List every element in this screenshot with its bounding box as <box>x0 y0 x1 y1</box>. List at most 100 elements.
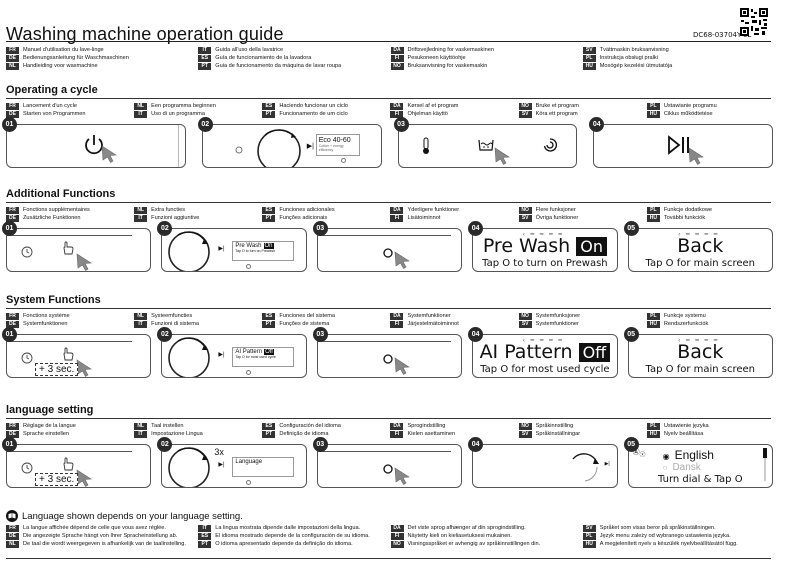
language-text: Systemfunktionen <box>23 321 68 327</box>
program-dial[interactable] <box>166 335 212 377</box>
step-panel: ▶| <box>472 444 618 488</box>
language-text: Funciones del sistema <box>279 313 335 319</box>
language-row: DE Bedienungsanleitung für Waschmaschinen <box>6 54 194 62</box>
language-code-badge: DE <box>6 54 19 62</box>
language-code-badge: NL <box>6 540 19 548</box>
language-text: Definição de idioma <box>279 431 329 437</box>
hand-pointer-icon <box>98 143 120 167</box>
language-text: Språkinställningar <box>535 431 581 437</box>
language-text: Ciklus működtetése <box>663 111 713 117</box>
select-button-icon[interactable] <box>383 245 394 263</box>
language-code-badge: NO <box>518 312 532 320</box>
section-title: Additional Functions <box>6 188 116 200</box>
select-button-icon[interactable] <box>383 461 394 479</box>
hand-pointer-icon <box>391 355 413 377</box>
temperature-icon[interactable] <box>421 137 431 160</box>
spin-icon[interactable] <box>542 137 558 158</box>
scrollbar-thumb <box>762 448 767 458</box>
section-divider <box>6 308 771 309</box>
language-text: Köra ett program <box>535 111 578 117</box>
language-option[interactable]: ○Dansk <box>663 462 701 473</box>
language-text: La langue affichée dépend de celle que v… <box>23 525 166 531</box>
language-code-badge: IT <box>198 46 212 54</box>
step-number-badge: 05 <box>623 327 639 342</box>
language-text: Sprogindstilling <box>407 423 446 429</box>
language-text: Funcionamento de um ciclo <box>279 111 348 117</box>
select-button-icon[interactable] <box>383 351 394 369</box>
language-text: Starten von Programmen <box>23 111 86 117</box>
start-pause-icon[interactable] <box>667 135 691 160</box>
language-code-badge: DE <box>6 214 19 222</box>
scrollbar[interactable] <box>763 448 766 481</box>
step-number-badge: 04 <box>589 117 605 132</box>
language-code-badge: FI <box>390 320 404 328</box>
program-dial[interactable] <box>166 229 212 271</box>
language-text: Näytetty kieli on kieliasetuksesi mukain… <box>407 533 512 539</box>
power-button-icon[interactable] <box>82 133 106 162</box>
language-text: Ohjelman käyttö <box>407 111 448 117</box>
language-code-badge: SV <box>518 430 532 438</box>
indicator-dot <box>340 158 346 163</box>
footer-note-text: Language shown depends on your language … <box>22 510 243 522</box>
timer-icon <box>21 245 33 263</box>
language-text: Språkinnstilling <box>535 423 574 429</box>
step-number-badge: 05 <box>623 221 639 236</box>
language-code-badge: PT <box>262 430 276 438</box>
dial-rotate-icon[interactable] <box>567 449 603 487</box>
program-dial[interactable] <box>166 445 212 487</box>
page-indicator: ‹ ━ ━ ━ ━ <box>522 232 564 238</box>
step-number-badge: 04 <box>468 221 484 236</box>
hand-pointer-icon <box>391 465 413 487</box>
start-pause-small-icon: ▶| <box>604 461 610 467</box>
language-text: Fonctions système <box>23 313 70 319</box>
language-code-badge: PL <box>582 54 596 62</box>
soil-level-icon[interactable] <box>477 138 495 157</box>
language-text: Yderligere funktioner <box>407 207 460 213</box>
language-code-badge: PT <box>198 62 212 70</box>
language-text: Bedienungsanleitung für Waschmaschinen <box>23 55 129 61</box>
language-option-selected[interactable]: ◉English <box>663 448 714 462</box>
program-dial[interactable] <box>255 127 303 167</box>
language-code-badge: ES <box>262 312 276 320</box>
step-number-badge: 03 <box>312 437 328 452</box>
hand-pointer-icon <box>391 249 413 271</box>
language-text: Nyelv beállítása <box>663 431 704 437</box>
language-text: Haciendo funcionar un ciclo <box>279 103 349 109</box>
language-text: Impostazione Lingua <box>151 431 203 437</box>
language-code-badge: NL <box>6 62 19 70</box>
language-code-badge: DE <box>6 110 19 118</box>
section-divider <box>6 98 771 99</box>
touch-hand-icon <box>61 457 75 476</box>
language-text: Sprache einstellen <box>23 431 70 437</box>
language-code-badge: DE <box>6 320 19 328</box>
step-panel <box>397 124 578 168</box>
